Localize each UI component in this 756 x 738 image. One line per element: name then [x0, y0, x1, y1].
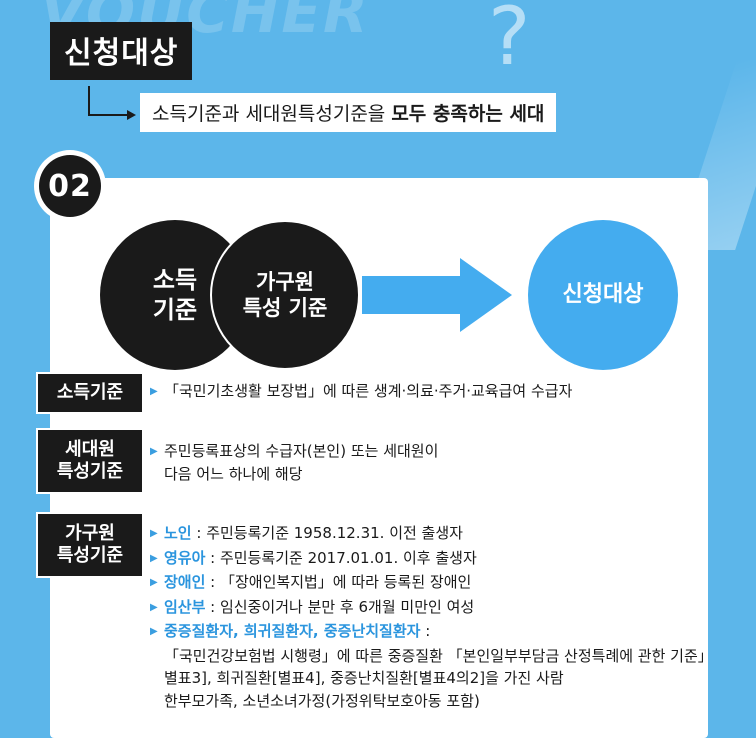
- list-item-desc: : 주민등록기준 2017.01.01. 이후 출생자: [205, 548, 477, 567]
- income-label: 소득기준: [36, 372, 144, 414]
- member-circle-line2: 특성 기준: [242, 296, 328, 320]
- list-item: ▶ 영유아 : 주민등록기준 2017.01.01. 이후 출생자: [150, 547, 713, 570]
- list-item: ▶ 임산부 : 임신중이거나 분만 후 6개월 미만인 여성: [150, 596, 713, 619]
- income-text: 「국민기초생활 보장법」에 따른 생계·의료·주거·교육급여 수급자: [164, 382, 573, 400]
- elbow-arrow-icon: [88, 86, 136, 120]
- income-circle-line1: 소득: [152, 266, 198, 294]
- triangle-bullet-icon: ▶: [150, 577, 158, 588]
- household-text-line1: 주민등록표상의 수급자(본인) 또는 세대원이: [164, 442, 439, 460]
- list-item-desc: :: [420, 622, 431, 640]
- section-number-badge: 02: [34, 150, 106, 222]
- member-circle-line1: 가구원: [256, 269, 314, 294]
- subtitle-prefix: 소득기준과 세대원특성기준을: [152, 103, 392, 125]
- subtitle: 소득기준과 세대원특성기준을 모두 충족하는 세대: [140, 93, 557, 132]
- household-label-line1: 세대원: [65, 438, 115, 460]
- list-item-key: 중증질환자, 희귀질환자, 중증난치질환자: [164, 622, 421, 640]
- list-item-key: 영유아: [164, 548, 206, 567]
- list-item: ▶ 중증질환자, 희귀질환자, 중증난치질환자 :: [150, 620, 713, 643]
- triangle-bullet-icon: ▶: [150, 601, 158, 613]
- household-text-line2: 다음 어느 하나에 해당: [164, 464, 303, 483]
- page-title: 신청대상: [50, 22, 193, 80]
- triangle-bullet-icon: ▶: [150, 552, 158, 564]
- list-item-key: 임산부: [164, 597, 206, 616]
- list-item-key: 노인: [164, 524, 192, 542]
- big-arrow-icon: [362, 258, 512, 332]
- member-label-line1: 가구원: [65, 522, 115, 544]
- member-label: 가구원 특성기준: [36, 512, 144, 578]
- list-item-desc: : 주민등록기준 1958.12.31. 이전 출생자: [191, 524, 463, 542]
- income-circle-line2: 기준: [152, 296, 198, 324]
- list-item: ▶ 노인 : 주민등록기준 1958.12.31. 이전 출생자: [150, 522, 713, 545]
- member-label-line2: 특성기준: [56, 545, 124, 566]
- household-text: ▶ 주민등록표상의 수급자(본인) 또는 세대원이 다음 어느 하나에 해당: [150, 440, 438, 485]
- member-list: ▶ 노인 : 주민등록기준 1958.12.31. 이전 출생자 ▶ 영유아 : 주…: [150, 522, 713, 712]
- household-label-line2: 특성기준: [56, 461, 124, 482]
- list-item-desc: : 임신중이거나 분만 후 6개월 미만인 여성: [205, 597, 475, 616]
- member-circle: 가구원 특성 기준: [210, 220, 360, 370]
- target-circle: 신청대상: [528, 220, 678, 370]
- triangle-bullet-icon: ▶: [150, 528, 158, 539]
- triangle-bullet-icon: ▶: [150, 626, 158, 637]
- venn-diagram: 소득 기준 가구원 특성 기준 신청대상: [100, 220, 680, 370]
- member-extra-line3: 한부모가족, 소년소녀가정(가정위탁보호아동 포함): [164, 691, 480, 710]
- list-item-desc: : 「장애인복지법」에 따라 등록된 장애인: [205, 573, 472, 591]
- section-number: 02: [39, 155, 101, 217]
- member-extra-line2: 별표3], 희귀질환[별표4], 중증난치질환[별표4의2]을 가진 사람: [164, 669, 564, 687]
- list-item: ▶ 장애인 : 「장애인복지법」에 따라 등록된 장애인: [150, 571, 713, 594]
- triangle-bullet-icon: ▶: [150, 386, 158, 397]
- income-text-row: ▶ 「국민기초생활 보장법」에 따른 생계·의료·주거·교육급여 수급자: [150, 380, 572, 403]
- target-circle-label: 신청대상: [562, 282, 644, 308]
- question-mark-decoration: ?: [488, 0, 531, 83]
- member-extra-line1: 「국민건강보험법 시행령」에 따른 중증질환 「본인일부부담금 산정특례에 관한…: [164, 646, 713, 665]
- triangle-bullet-icon: ▶: [150, 446, 158, 457]
- subtitle-bold: 모두 충족하는 세대: [391, 103, 545, 125]
- household-label: 세대원 특성기준: [36, 428, 144, 494]
- list-item-key: 장애인: [164, 573, 206, 591]
